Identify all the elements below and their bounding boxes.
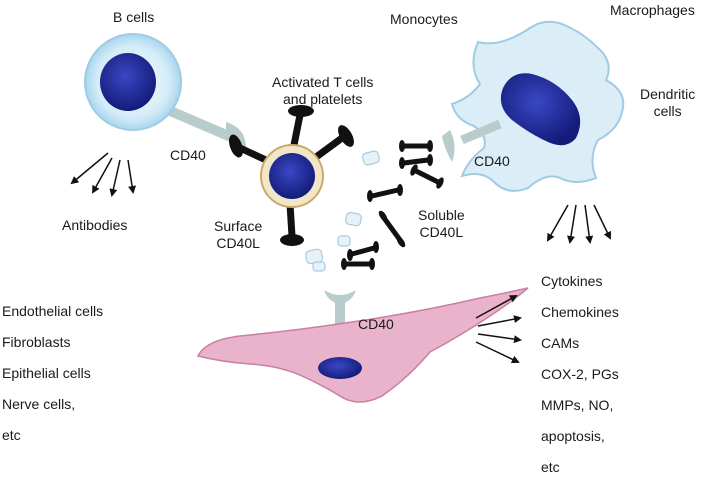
target-cell-item: Nerve cells, [2, 396, 76, 412]
label-soluble-cd40l: Soluble CD40L [418, 207, 465, 240]
product-list: Cytokines Chemokines CAMs COX-2, PGs MMP… [541, 266, 619, 483]
product-item: etc [541, 459, 560, 475]
surface-cd40l [229, 105, 354, 246]
target-cell-item: Epithelial cells [2, 365, 91, 381]
target-cell-item: Fibroblasts [2, 334, 71, 350]
label-antibodies: Antibodies [62, 217, 128, 233]
product-item: apoptosis, [541, 428, 605, 444]
target-cell-item: Endothelial cells [2, 303, 104, 319]
target-cell-item: etc [2, 427, 21, 443]
b-cell-cd40-receptor [166, 105, 246, 148]
macrophage-cd40-receptor [442, 119, 502, 162]
t-cell-nucleus [269, 153, 315, 199]
macrophage-cell [450, 20, 625, 192]
fibroblast-cell [196, 287, 529, 403]
b-cell-nucleus [100, 53, 156, 111]
label-cd40-macrophage: CD40 [474, 153, 510, 169]
label-monocytes: Monocytes [390, 11, 458, 27]
product-item: MMPs, NO, [541, 397, 614, 413]
antibody-arrows [70, 152, 137, 197]
fibroblast-nucleus [318, 357, 362, 379]
soluble-cd40l [341, 140, 444, 270]
fibroblast-output-arrows [475, 295, 522, 364]
label-macrophages: Macrophages [610, 2, 695, 18]
label-cd40-fibroblast: CD40 [358, 316, 394, 332]
product-item: COX-2, PGs [541, 366, 619, 382]
target-cell-list: Endothelial cells Fibroblasts Epithelial… [2, 296, 103, 451]
product-item: CAMs [541, 335, 580, 351]
macrophage-nucleus [500, 73, 581, 146]
b-cell [84, 33, 182, 131]
activated-t-cell [260, 144, 324, 208]
label-b-cells: B cells [113, 9, 155, 25]
label-surface-cd40l: Surface CD40L [214, 218, 263, 251]
bound-receptor-complexes [305, 150, 380, 272]
product-item: Cytokines [541, 273, 603, 289]
label-dendritic-cells: Dendritic cells [640, 86, 696, 119]
label-activated-t-cells: Activated T cells and platelets [272, 74, 374, 107]
macrophage-output-arrows [547, 204, 611, 244]
product-item: Chemokines [541, 304, 619, 320]
label-cd40-b-cell: CD40 [170, 147, 206, 163]
